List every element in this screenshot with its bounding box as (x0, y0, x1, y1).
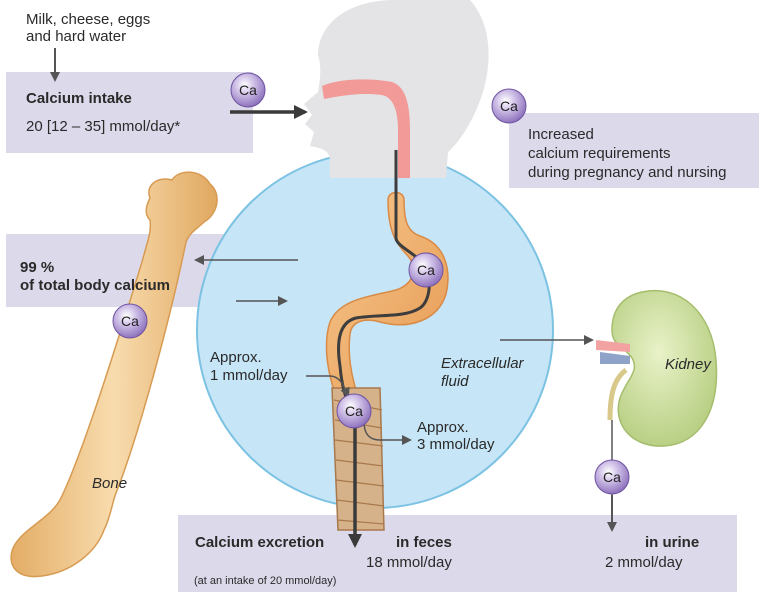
kidney-label: Kidney (665, 355, 711, 374)
absorption-line2: 1 mmol/day (210, 366, 288, 385)
pregnancy-line2: calcium requirements (528, 144, 671, 163)
feces-value: 18 mmol/day (366, 553, 452, 572)
svg-text:Ca: Ca (239, 82, 257, 98)
absorption-line1: Approx. (210, 348, 262, 367)
svg-text:Ca: Ca (121, 313, 139, 329)
urine-value: 2 mmol/day (605, 553, 683, 572)
bone-label: Bone (92, 474, 127, 493)
ca-badge-intake: Ca (231, 73, 265, 107)
ca-badge-intestine: Ca (337, 394, 371, 428)
urine-label: in urine (645, 533, 699, 552)
bone-store-line2: of total body calcium (20, 276, 170, 295)
excretion-title: Calcium excretion (195, 533, 324, 552)
pregnancy-line3: during pregnancy and nursing (528, 163, 726, 182)
ecf-label-line1: Extracellular (441, 354, 524, 373)
intake-title: Calcium intake (26, 89, 132, 108)
ecf-label-line2: fluid (441, 372, 469, 391)
feces-label: in feces (396, 533, 452, 552)
pregnancy-line1: Increased (528, 125, 594, 144)
excretion-note: (at an intake of 20 mmol/day) (194, 574, 336, 588)
svg-text:Ca: Ca (500, 98, 518, 114)
secretion-line2: 3 mmol/day (417, 435, 495, 454)
svg-text:Ca: Ca (603, 469, 621, 485)
ca-badge-kidney: Ca (595, 460, 629, 494)
intake-value: 20 [12 – 35] mmol/day* (26, 117, 180, 136)
ca-badge-stomach: Ca (409, 253, 443, 287)
sources-line2: and hard water (26, 27, 126, 46)
bone-store-line1: 99 % (20, 258, 54, 277)
svg-text:Ca: Ca (417, 262, 435, 278)
intake-box (6, 72, 253, 153)
ca-badge-bone: Ca (113, 304, 147, 338)
svg-text:Ca: Ca (345, 403, 363, 419)
renal-vein (600, 352, 630, 364)
ca-badge-pregnancy: Ca (492, 89, 526, 123)
